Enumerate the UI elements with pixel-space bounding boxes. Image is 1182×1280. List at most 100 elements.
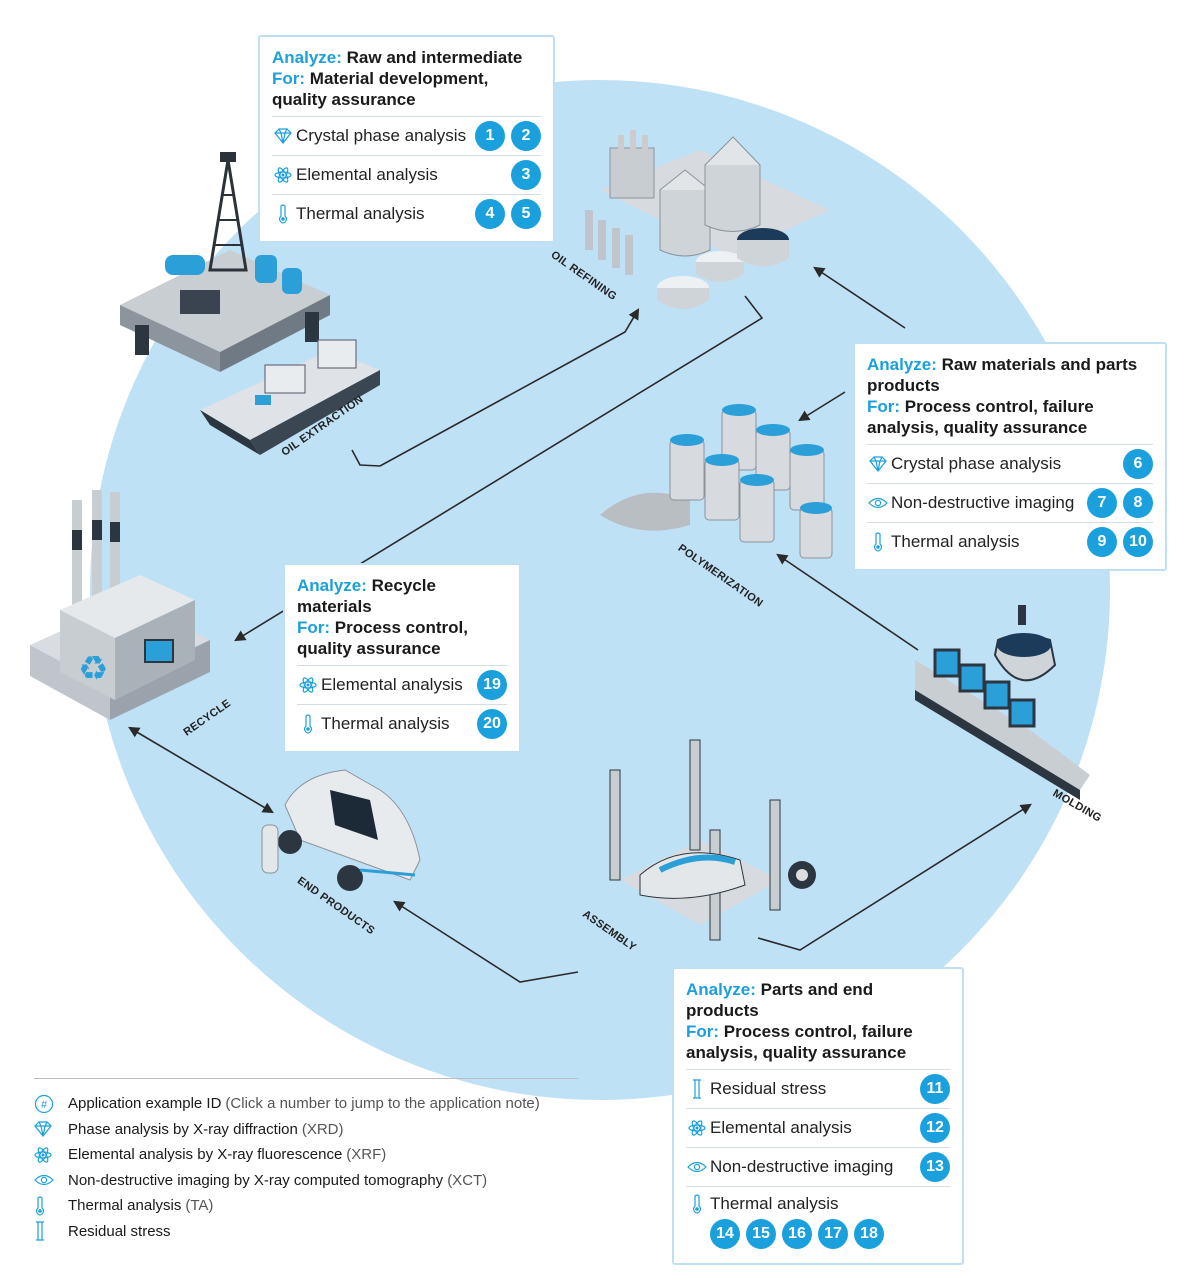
- thermometer-icon: [686, 1193, 708, 1215]
- application-id-button[interactable]: 20: [477, 709, 507, 739]
- eye-icon: [686, 1156, 708, 1178]
- application-id-button[interactable]: 13: [920, 1152, 950, 1182]
- analysis-row: Non-destructive imaging 13: [686, 1147, 950, 1186]
- application-id-button[interactable]: 10: [1123, 527, 1153, 557]
- application-id-button[interactable]: 15: [746, 1219, 776, 1249]
- application-id-button[interactable]: 7: [1087, 488, 1117, 518]
- analysis-label: Elemental analysis: [296, 165, 438, 184]
- analyze-value: Raw materials and parts products: [867, 355, 1138, 395]
- analyze-key: Analyze:: [686, 980, 756, 999]
- analysis-label: Residual stress: [710, 1079, 827, 1098]
- legend-item: Phase analysis by X-ray diffraction(XRD): [34, 1117, 578, 1143]
- for-key: For:: [297, 618, 331, 637]
- application-id-group: 12: [920, 1113, 950, 1143]
- application-id-button[interactable]: 6: [1123, 449, 1153, 479]
- for-line: For: Process control, failure analysis, …: [686, 1021, 950, 1063]
- svg-text:#: #: [41, 1099, 48, 1111]
- application-id-group: 19: [477, 670, 507, 700]
- arrow-recycle-to-refining: [234, 295, 764, 642]
- analyze-line: Analyze: Raw materials and parts product…: [867, 354, 1153, 396]
- recycle-icon: ♻: [78, 649, 108, 689]
- for-line: For: Process control, failure analysis, …: [867, 396, 1153, 438]
- application-id-group: 20: [477, 709, 507, 739]
- atom-icon: [34, 1146, 68, 1164]
- application-id-button[interactable]: 14: [710, 1219, 740, 1249]
- thermometer-icon: [272, 203, 294, 225]
- analyze-line: Analyze: Recycle materials: [297, 575, 507, 617]
- atom-icon: [297, 674, 319, 696]
- arrow-assembly-to-endproducts: [393, 900, 579, 983]
- analysis-label: Elemental analysis: [710, 1118, 852, 1137]
- application-id-button[interactable]: 3: [511, 160, 541, 190]
- for-value: Process control, failure analysis, quali…: [867, 397, 1094, 437]
- legend-hint: (TA): [185, 1197, 214, 1215]
- application-id-button[interactable]: 11: [920, 1074, 950, 1104]
- analyze-key: Analyze:: [272, 48, 342, 67]
- analyze-value: Recycle materials: [297, 576, 436, 616]
- for-key: For:: [867, 397, 901, 416]
- legend-item: Elemental analysis by X-ray fluorescence…: [34, 1142, 578, 1168]
- application-id-group: 13: [920, 1152, 950, 1182]
- arrow-refining-to-polymerization: [813, 266, 906, 329]
- analyze-value: Parts and end products: [686, 980, 874, 1020]
- arrow-extraction-to-refining: [351, 308, 640, 467]
- analyze-line: Analyze: Raw and intermediate: [272, 47, 541, 68]
- application-id-button[interactable]: 4: [475, 199, 505, 229]
- atom-icon: [686, 1117, 708, 1139]
- application-id-button[interactable]: 1: [475, 121, 505, 151]
- application-id-button[interactable]: 5: [511, 199, 541, 229]
- legend-label: Elemental analysis by X-ray fluorescence: [68, 1146, 343, 1164]
- application-id-button[interactable]: 18: [854, 1219, 884, 1249]
- arrow-molding-to-assembly: [757, 803, 1032, 951]
- for-key: For:: [272, 69, 306, 88]
- analysis-label: Thermal analysis: [891, 532, 1020, 551]
- for-key: For:: [686, 1022, 720, 1041]
- refinery-illustration: [585, 130, 830, 309]
- for-value: Process control, failure analysis, quali…: [686, 1022, 913, 1062]
- application-id-button[interactable]: 12: [920, 1113, 950, 1143]
- for-value: Process control, quality assurance: [297, 618, 468, 658]
- legend-label: Application example ID: [68, 1095, 222, 1113]
- analysis-label: Thermal analysis: [296, 204, 425, 223]
- arrow-endproducts-to-recycle: [128, 726, 274, 814]
- legend-item: Thermal analysis(TA): [34, 1193, 578, 1219]
- thermometer-icon: [34, 1196, 68, 1216]
- legend-label: Phase analysis by X-ray diffraction: [68, 1120, 298, 1138]
- analysis-label: Non-destructive imaging: [710, 1157, 894, 1176]
- diamond-icon: [272, 125, 294, 147]
- analyze-key: Analyze:: [867, 355, 937, 374]
- analysis-row: Elemental analysis 12: [686, 1108, 950, 1147]
- eye-icon: [867, 492, 889, 514]
- analyze-key: Analyze:: [297, 576, 367, 595]
- application-id-group: 6: [1123, 449, 1153, 479]
- oil-platform-illustration: [120, 152, 380, 455]
- legend-hint: (XRD): [301, 1120, 344, 1138]
- application-id-button[interactable]: 17: [818, 1219, 848, 1249]
- application-id-button[interactable]: 9: [1087, 527, 1117, 557]
- application-id-button[interactable]: 8: [1123, 488, 1153, 518]
- application-id-button[interactable]: 2: [511, 121, 541, 151]
- analysis-card-raw-materials-parts: Analyze: Raw materials and parts product…: [853, 342, 1167, 571]
- analysis-label: Thermal analysis: [321, 714, 450, 733]
- recycle-plant-illustration: ♻: [30, 490, 210, 720]
- arrow-polymerization-to-molding: [776, 553, 919, 651]
- legend-hint: (XCT): [447, 1171, 488, 1189]
- application-id-button[interactable]: 19: [477, 670, 507, 700]
- analysis-row: Residual stress 11: [686, 1069, 950, 1108]
- application-id-button[interactable]: 16: [782, 1219, 812, 1249]
- for-line: For: Process control, quality assurance: [297, 617, 507, 659]
- polymerization-illustration: [600, 404, 833, 559]
- molding-illustration: [915, 605, 1090, 800]
- legend-item: #Application example ID(Click a number t…: [34, 1091, 578, 1117]
